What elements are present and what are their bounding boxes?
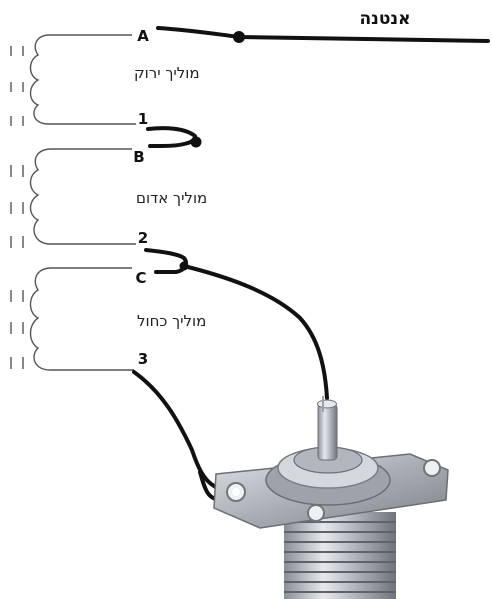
jumper-1-to-b (146, 126, 202, 148)
coil-label-green: מוליך ירוק (134, 64, 200, 82)
coil-red: מוליך אדום (10, 148, 207, 248)
coil-marks-green (10, 46, 24, 126)
terminal-c: C (135, 269, 146, 287)
coil-marks-blue (10, 290, 24, 369)
terminal-a: A (137, 27, 149, 45)
jumper-2-to-c-to-center-pin (144, 248, 329, 400)
antenna-label: אנטנה (359, 9, 410, 29)
coil-label-blue: מוליך כחול (137, 312, 206, 330)
terminal-2: 2 (138, 229, 148, 247)
coil-label-red: מוליך אדום (136, 189, 207, 207)
coil-green: מוליך ירוק (10, 34, 200, 126)
terminal-1: 1 (138, 110, 148, 128)
coil-blue: מוליך כחול (10, 267, 206, 371)
connector-threads (284, 521, 396, 593)
connector-image (213, 396, 449, 599)
terminal-3: 3 (138, 350, 148, 368)
antenna-wire (156, 26, 490, 43)
coil-marks-red (10, 165, 24, 248)
terminal-b: B (133, 148, 144, 166)
